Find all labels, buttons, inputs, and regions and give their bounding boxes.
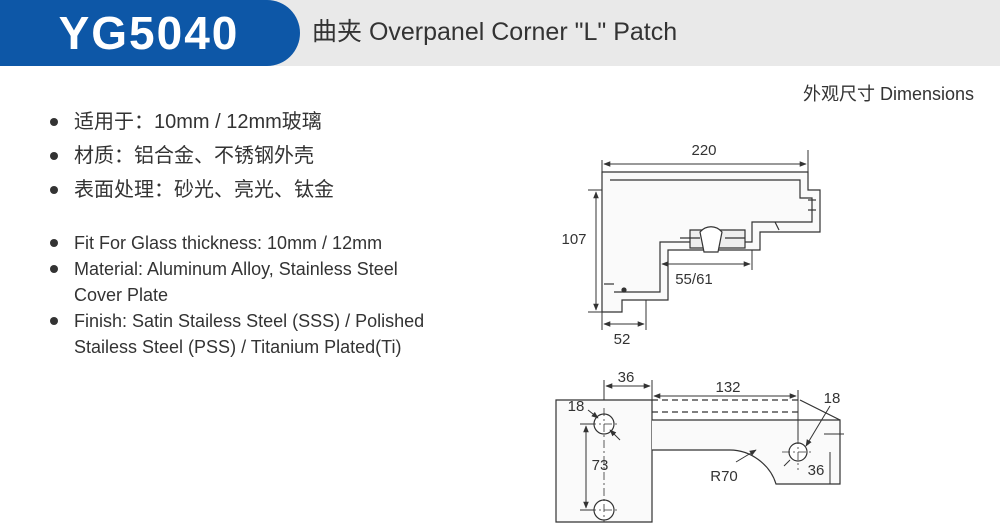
front-view — [601, 171, 821, 313]
dim-hole-left: 18 — [568, 398, 585, 415]
bullet-icon — [50, 317, 58, 325]
spec-cn-item: 材质：铝合金、不锈钢外壳 — [50, 139, 334, 173]
spec-cn-text: 适用于：10mm / 12mm玻璃 — [74, 111, 322, 133]
dim-hole-spacing: 73 — [592, 457, 609, 474]
dim-right-height: 36 — [808, 462, 825, 479]
plan-view — [555, 399, 841, 523]
bullet-icon — [50, 118, 58, 126]
dim-hole-right: 18 — [824, 390, 841, 407]
spec-cn-item: 适用于：10mm / 12mm玻璃 — [50, 105, 334, 139]
spec-list-chinese: 适用于：10mm / 12mm玻璃 材质：铝合金、不锈钢外壳 表面处理：砂光、亮… — [50, 105, 334, 207]
model-badge: YG5040 — [0, 0, 300, 66]
spec-en-line-2: Stailess Steel (PSS) / Titanium Plated(T… — [74, 337, 402, 357]
spec-cn-text: 材质：铝合金、不锈钢外壳 — [74, 145, 314, 167]
spec-en-line-2: Cover Plate — [74, 285, 169, 305]
product-title: 曲夹 Overpanel Corner "L" Patch — [312, 18, 678, 46]
dim-height: 107 — [561, 231, 586, 248]
spec-en-item: Fit For Glass thickness: 10mm / 12mm — [50, 230, 424, 256]
bullet-icon — [50, 186, 58, 194]
dim-plan-top-right: 132 — [715, 379, 740, 396]
spec-list-english: Fit For Glass thickness: 10mm / 12mm Mat… — [50, 230, 424, 360]
spec-en-item: Finish: Satin Stailess Steel (SSS) / Pol… — [50, 308, 424, 360]
dimensions-label: 外观尺寸 Dimensions — [802, 84, 974, 104]
dim-width: 220 — [691, 142, 716, 159]
model-code: YG5040 — [58, 7, 240, 59]
dim-radius: R70 — [710, 468, 738, 485]
spec-en-item: Material: Aluminum Alloy, Stainless Stee… — [50, 256, 424, 308]
spec-en-line: Fit For Glass thickness: 10mm / 12mm — [74, 233, 383, 253]
dim-offset: 55/61 — [675, 271, 713, 288]
plan-dimensions — [580, 380, 844, 511]
spec-cn-item: 表面处理：砂光、亮光、钛金 — [50, 173, 334, 207]
spec-cn-text: 表面处理：砂光、亮光、钛金 — [74, 179, 334, 201]
spec-en-line: Finish: Satin Stailess Steel (SSS) / Pol… — [74, 311, 425, 331]
bullet-icon — [50, 152, 58, 160]
dim-base: 52 — [614, 331, 631, 348]
dim-plan-top-left: 36 — [618, 369, 635, 386]
bullet-icon — [50, 265, 58, 273]
spec-en-line: Material: Aluminum Alloy, Stainless Stee… — [74, 259, 398, 279]
bullet-icon — [50, 239, 58, 247]
front-dimensions — [588, 150, 809, 330]
